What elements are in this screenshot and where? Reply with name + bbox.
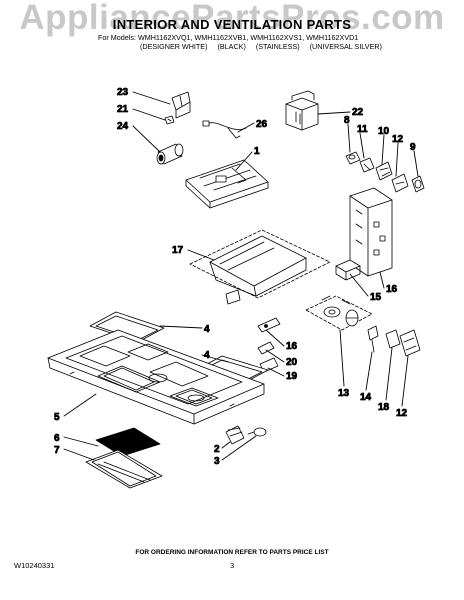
callout-20: 19 (286, 371, 298, 382)
part-25-capacitor (156, 143, 184, 165)
part-3-bulb (247, 427, 267, 437)
color-variants: (DESIGNER WHITE) (BLACK) (STAINLESS) (UN… (140, 42, 390, 51)
callout-18: 17 (172, 245, 184, 256)
callout-24: 23 (117, 87, 129, 98)
callout-25: 24 (117, 121, 129, 132)
part-21-clip (257, 341, 275, 355)
color-universal-silver: (UNIVERSAL SILVER) (309, 42, 382, 51)
document-number: W10240331 (14, 561, 55, 570)
part-14-connector (367, 325, 379, 353)
part-6-filter (95, 427, 161, 457)
callout-2: 2 (214, 444, 220, 455)
page-number: 3 (230, 561, 235, 570)
part-10-switch (375, 161, 393, 181)
page-title: INTERIOR AND VENTILATION PARTS (112, 17, 352, 32)
callout-13: 13 (338, 388, 350, 399)
callout-11: 11 (357, 124, 368, 135)
part-8-small-cap (345, 151, 361, 165)
callout-16: 16 (286, 341, 298, 352)
part-24-bracket (171, 91, 191, 119)
part-7-grille (85, 449, 163, 489)
part-11-switch (359, 157, 375, 173)
part-9-knob (411, 175, 425, 193)
callout-12-bottom: 12 (396, 408, 408, 419)
callout-3: 3 (214, 456, 220, 467)
part-13-motor-assembly (305, 295, 373, 331)
models-line: For Models: WMH1162XVQ1, WMH1162XVB1, WM… (98, 33, 359, 42)
callout-14: 14 (360, 392, 372, 403)
color-designer-white: (DESIGNER WHITE) (140, 42, 208, 51)
callout-10: 10 (378, 126, 390, 137)
callout-19: 18 (378, 402, 390, 413)
callout-8: 8 (344, 115, 350, 126)
callout-1: 1 (254, 146, 260, 157)
part-5-bottom-plate (47, 329, 265, 425)
part-2-light-socket (225, 425, 245, 445)
ordering-note: FOR ORDERING INFORMATION REFER TO PARTS … (135, 549, 329, 556)
callout-7: 7 (54, 445, 60, 456)
callout-21: 20 (286, 357, 298, 368)
callout-6: 6 (54, 433, 60, 444)
color-stainless: (STAINLESS) (255, 42, 300, 51)
part-1-chassis-plate (185, 159, 269, 209)
part-15-block (335, 259, 361, 281)
callout-23: 22 (352, 107, 364, 118)
leader-lines (63, 91, 419, 461)
part-17-side-panel (349, 187, 393, 277)
callout-9: 9 (410, 142, 416, 153)
callout-17: 16 (386, 284, 398, 295)
part-18-duct-assembly (189, 229, 331, 305)
callout-4-upper: 4 (204, 324, 210, 335)
part-19-switch (385, 329, 401, 349)
part-16-latch (257, 317, 281, 333)
part-12-switch-top (391, 173, 409, 193)
callout-26: 26 (256, 119, 268, 130)
callout-12-top: 12 (392, 134, 404, 145)
part-12-switch-bottom (399, 329, 421, 357)
callout-22: 21 (117, 104, 129, 115)
part-23-transformer (285, 90, 319, 131)
part-26-harness (202, 120, 247, 139)
watermark: AppliancePartsPros.com (19, 0, 445, 37)
callout-4-lower: 4 (204, 350, 210, 361)
callout-5: 5 (54, 412, 60, 423)
color-black: (BLACK) (217, 42, 246, 51)
callout-15: 15 (370, 292, 382, 303)
part-22-clip (164, 115, 175, 125)
